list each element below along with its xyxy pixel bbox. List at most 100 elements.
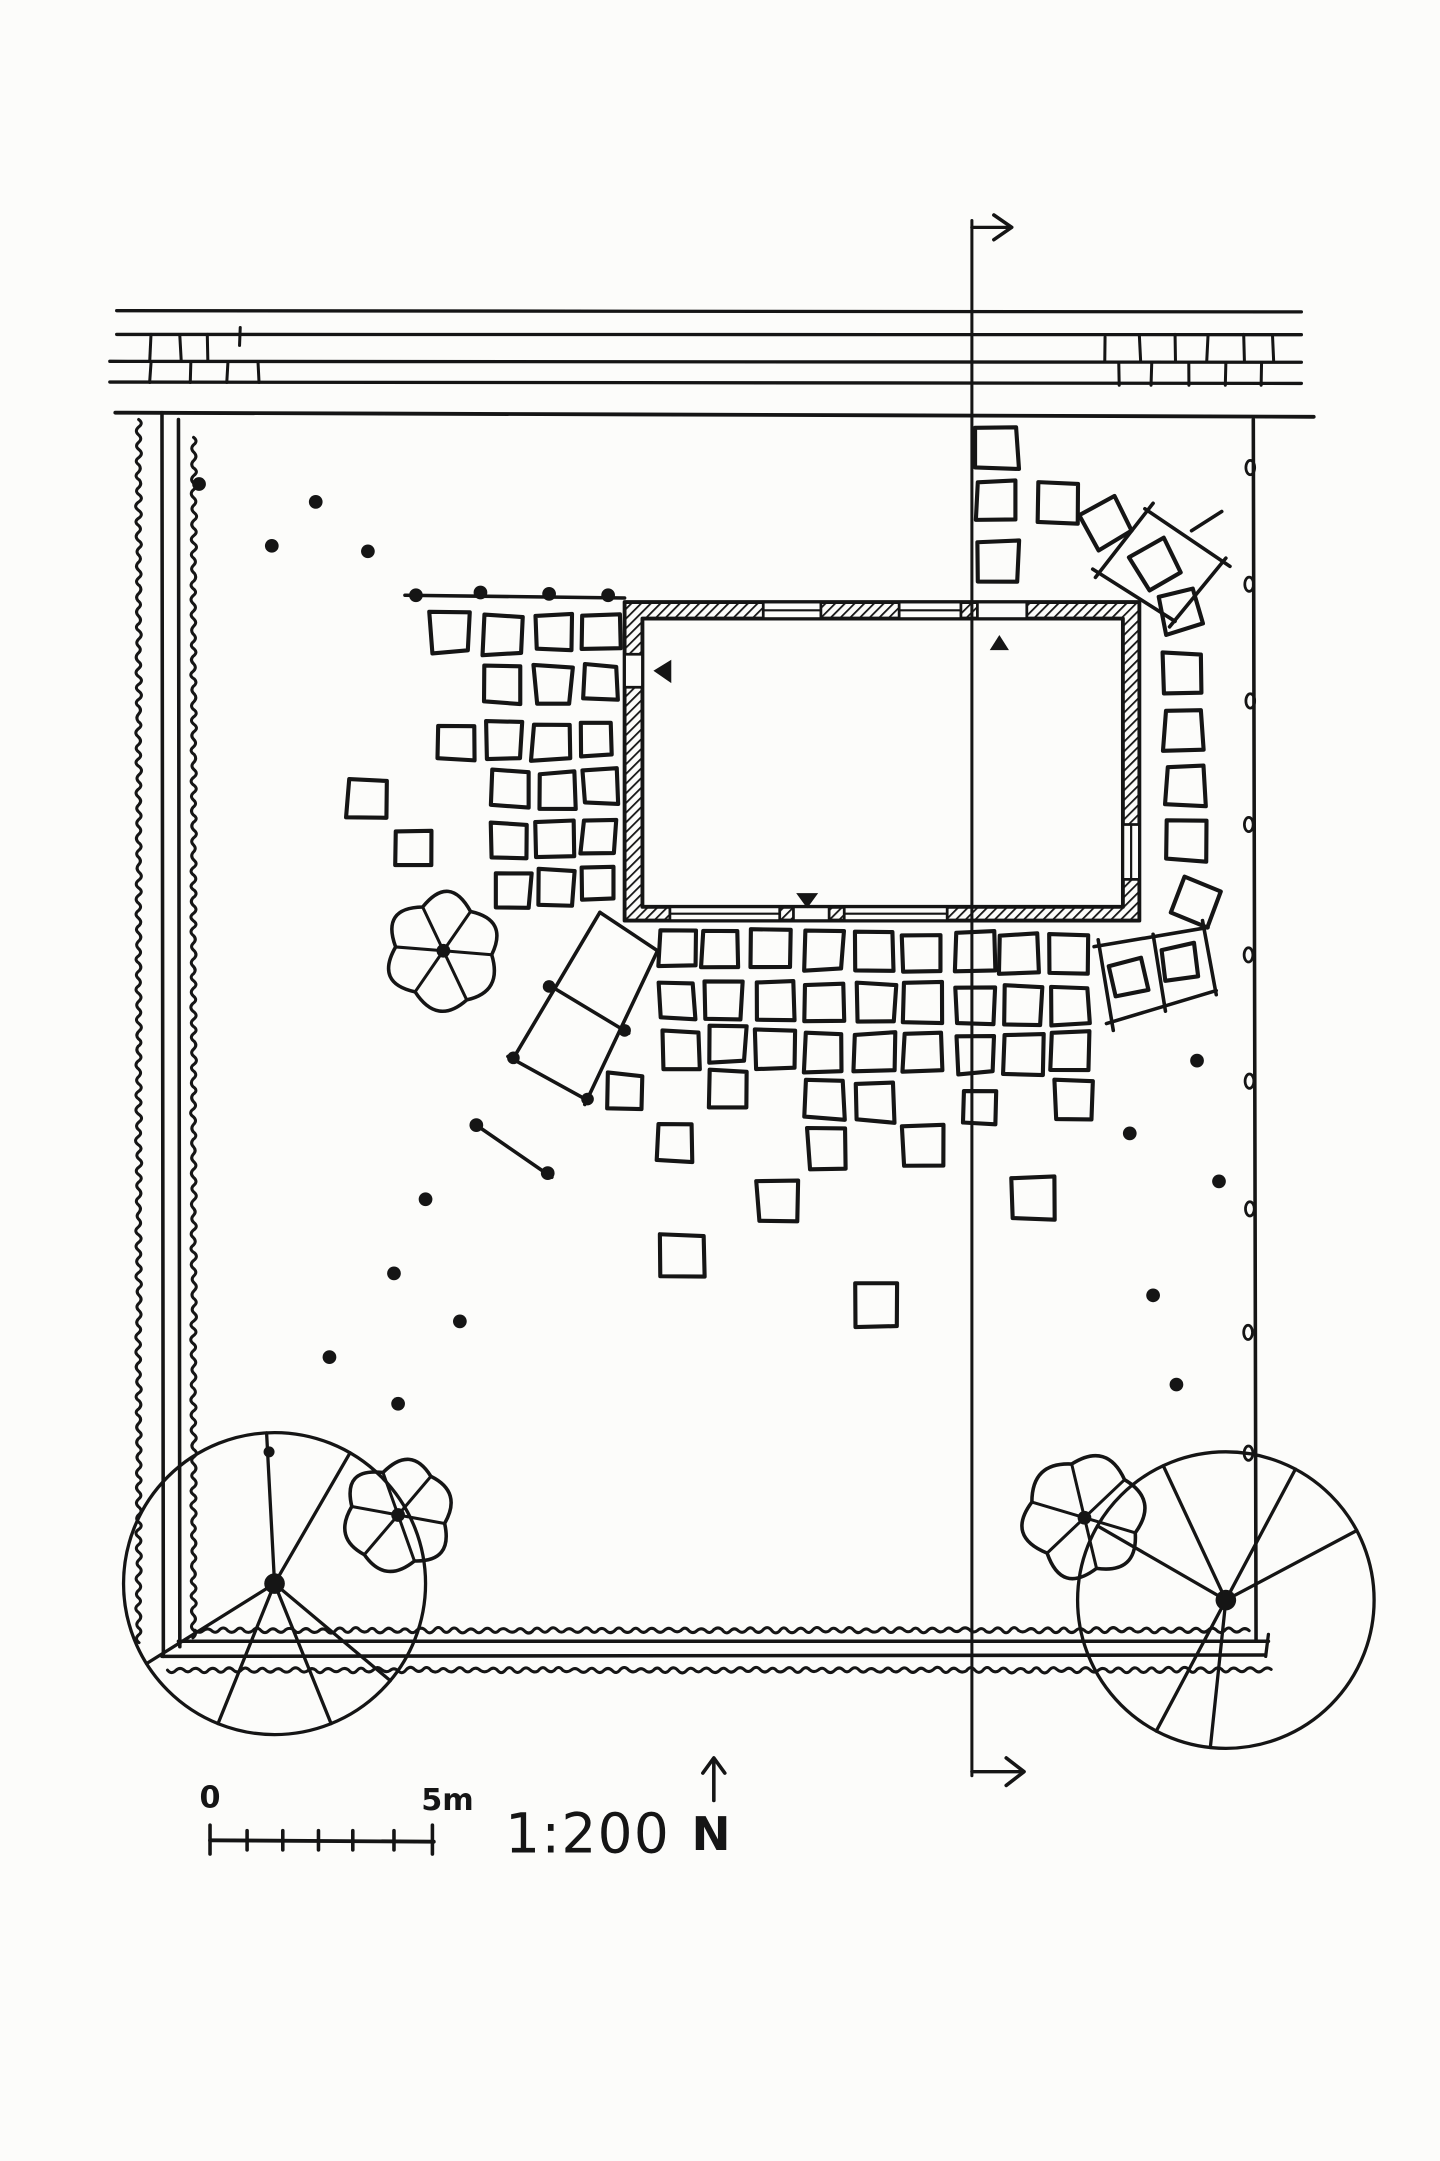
paving-stone [853,1080,897,1125]
paving-stone [752,1027,798,1072]
curb-brick-tick [148,332,153,363]
paving-stone [1160,650,1204,696]
paving-stone [481,663,523,707]
property-line-east [1251,417,1258,1644]
paving-stone [972,425,1022,472]
fence [1242,459,1257,1462]
scale-bar-start-label: 0 [200,1780,221,1815]
tree-branch [272,1451,352,1586]
paving-stone [973,478,1018,522]
paving-stone [698,928,741,970]
tree-branch-tip [263,1446,275,1458]
paving-stone [854,980,899,1024]
curb-brick-tick [1205,334,1210,363]
paving-stone [581,661,620,702]
shrub-dot [542,587,556,601]
paving-stone [954,1033,997,1077]
paving-edge-line [403,593,627,600]
paving-stone [427,609,472,656]
building-walls [622,600,1142,923]
large-tree-southeast [1075,1450,1376,1750]
scale-bar-end-label: 5m [421,1783,473,1818]
paving-stone [657,1232,707,1279]
shrub-dot [308,495,323,509]
paving-stone [1000,1032,1046,1078]
trees [121,889,1376,1750]
north-arrow: N [692,1756,731,1862]
paving-stone [1156,586,1205,637]
tree-branch [396,1474,433,1517]
building [622,600,1142,923]
section-arrow-south-head [1004,1756,1026,1788]
tree-canopy-outline [121,1430,428,1737]
small-tree-southeast [1020,1453,1147,1581]
paving-stone [802,928,847,973]
paving-stone [900,1030,945,1074]
scale-bar: 0 5m [200,1780,474,1856]
small-tree-southwest [343,1457,453,1574]
paving-stone [1035,480,1081,526]
tree-branch [1045,1516,1086,1555]
paving-stone [707,1023,749,1065]
paving-stone [1126,535,1183,593]
hedge-west-inner [189,435,199,1640]
step-rung [1096,938,1116,1033]
property-line-west-outer [160,410,166,1659]
street-line [108,359,1304,364]
curb-brick-tick [238,326,242,347]
tree-trunk [1077,1510,1092,1525]
tree-branch [264,1431,277,1586]
step-dot [581,1092,594,1106]
shrub-dot [473,585,488,600]
section-arrow-north-head [992,213,1014,242]
property-line-south-outer [160,1653,1268,1659]
tree-branch [1095,1524,1228,1602]
curb-brick-tick [256,361,261,384]
large-tree-southwest [121,1430,428,1737]
curb-brick-tick [1137,334,1143,363]
shrub-dot [1122,1126,1137,1141]
shrub-dot [1212,1174,1226,1189]
fence-post [1242,1323,1254,1341]
hedge-west-outer [134,418,144,1645]
step-dot [618,1024,631,1037]
curb-brick-tick [1149,361,1154,387]
tree-branch [394,945,445,953]
paving [344,425,1223,1330]
shrub-dot [540,1166,555,1181]
paving-stone [975,538,1022,584]
curb-brick-tick [1223,361,1228,387]
tree-branch [272,1581,392,1683]
tree-trunk [264,1573,285,1594]
paving-stone [899,933,943,974]
tree-branch [421,905,445,953]
step-rail [1092,925,1210,949]
step-rail [1090,567,1177,624]
curb-brick-tick [178,334,183,363]
paving-stone [851,1030,898,1074]
paving-stone [537,769,578,812]
small-tree-west [386,889,499,1014]
paving-stone [953,985,998,1027]
paving-stone [996,931,1041,976]
tree-canopy-outline [1075,1450,1376,1750]
tree-branch [1224,1467,1298,1602]
door-opening [793,908,830,920]
fence-post [1244,459,1257,477]
tree-branch [1224,1528,1359,1602]
property-line-west-inner [176,417,182,1649]
curb-brick-tick [188,361,193,384]
street [108,309,1304,387]
paving-stone [1164,818,1209,864]
paving-stone [488,767,531,810]
shrub-dot [264,538,279,553]
paving-stone [533,611,575,653]
paving-stone [1106,955,1151,999]
fence-post [1244,1200,1256,1218]
paving-stone [580,766,621,806]
paving-stone [802,1077,847,1122]
paving-stone [484,719,525,762]
planting-row-line [474,1123,554,1180]
tree-trunk [436,943,451,958]
shrub-dot [387,1266,401,1281]
